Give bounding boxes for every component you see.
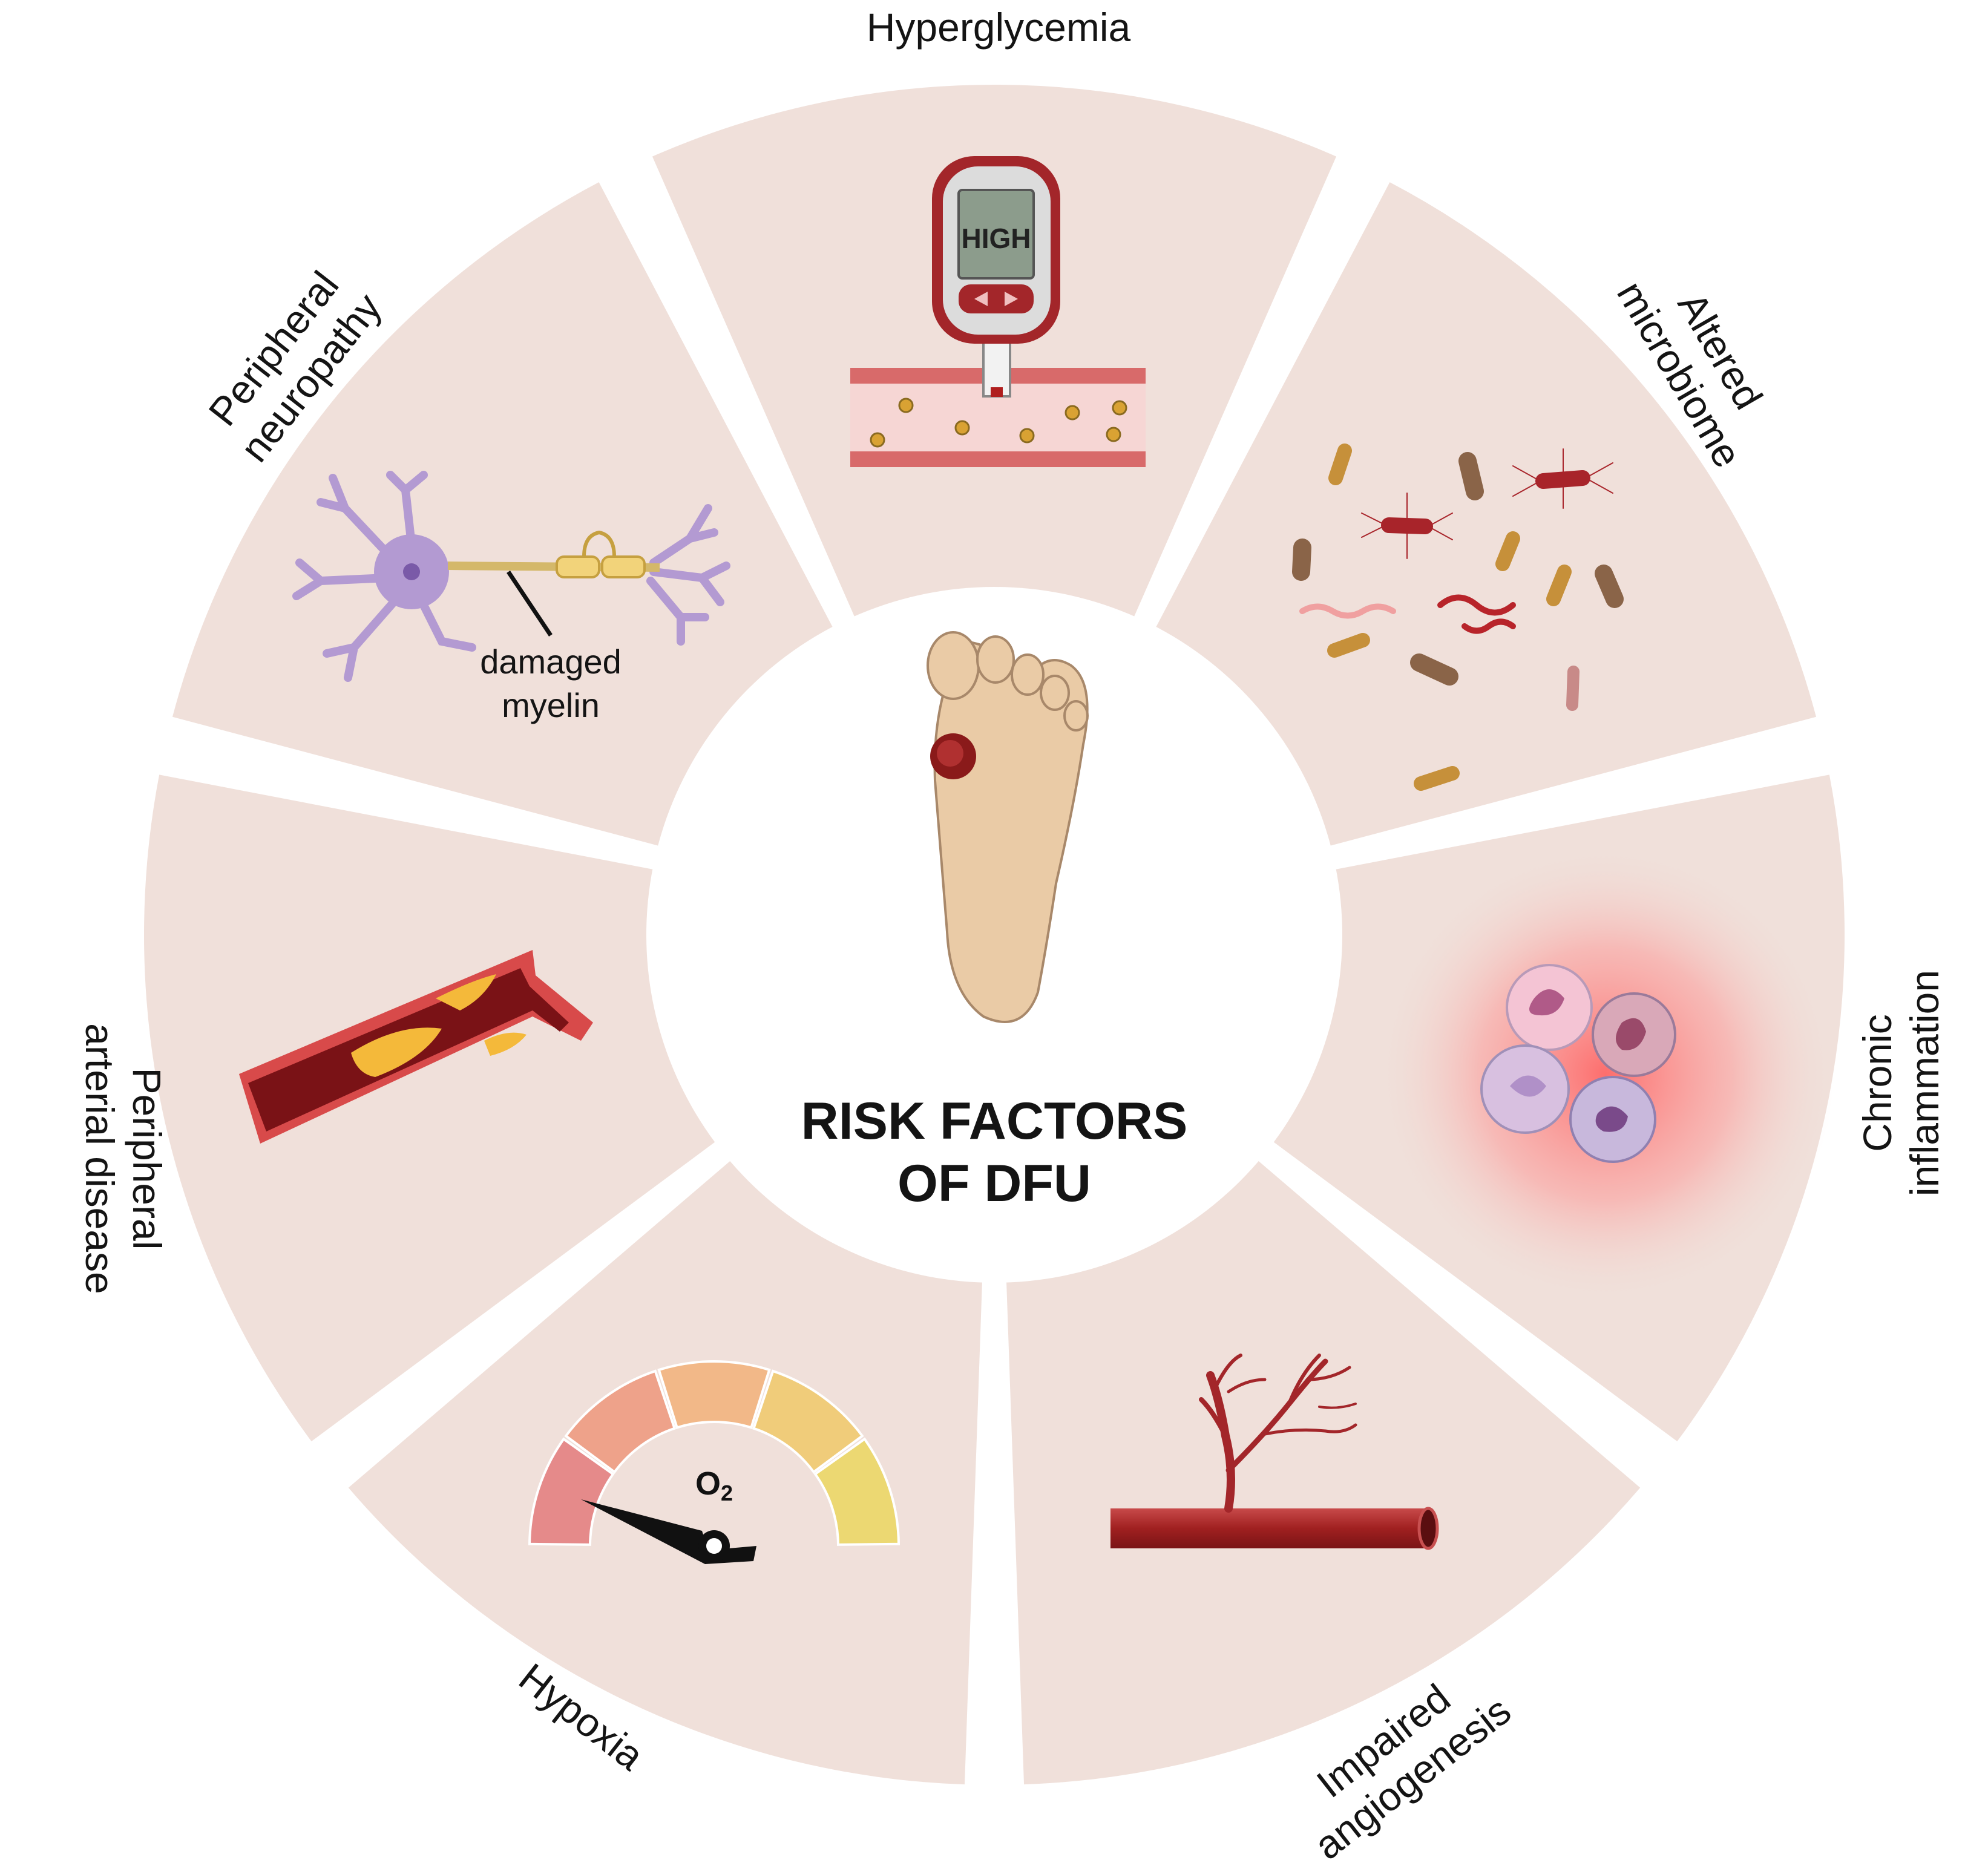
gauge-band-3 (657, 1360, 771, 1429)
gauge-band-2 (564, 1369, 677, 1474)
inflammation-illustration (1376, 844, 1835, 1304)
neuron-illustration: damaged myelin (292, 471, 730, 724)
svg-text:Peripheral: Peripheral (125, 1068, 169, 1250)
gauge-band-4 (752, 1369, 864, 1474)
label-chronic-inflammation: Chronic inflammation (1855, 970, 1947, 1196)
artery-plaque-illustration (239, 950, 593, 1144)
right-arrow-icon (1005, 292, 1018, 306)
segment-microbiome (1152, 182, 1817, 848)
label-peripheral-arterial-disease: Peripheral arterial disease (77, 1023, 169, 1294)
center-title-line1: RISK FACTORS (801, 1092, 1188, 1150)
glucometer-display-text: HIGH (962, 223, 1031, 254)
damaged-myelin-label-2: myelin (502, 686, 600, 724)
gauge-band-5 (813, 1437, 901, 1546)
gauge-label: O2 (695, 1465, 733, 1505)
microbiome-illustration (1292, 444, 1624, 791)
gauge-band-1 (528, 1437, 615, 1546)
segment-arterial (143, 774, 723, 1442)
damaged-myelin-label-1: damaged (480, 643, 622, 681)
glucometer-illustration: HIGH (850, 156, 1146, 467)
center-title-line2: OF DFU (897, 1154, 1091, 1213)
glucose-particles (870, 398, 1127, 448)
svg-text:Chronic: Chronic (1855, 1014, 1900, 1151)
foot-with-ulcer-illustration (927, 631, 1089, 1023)
oxygen-gauge-illustration: O2 (528, 1360, 901, 1564)
segment-neuropathy (172, 182, 837, 848)
label-hyperglycemia: Hyperglycemia (867, 5, 1131, 50)
gauge-needle (581, 1499, 756, 1564)
angiogenesis-illustration (1110, 1354, 1439, 1550)
segment-hypoxia (348, 1155, 983, 1785)
svg-text:arterial disease: arterial disease (77, 1023, 122, 1294)
svg-text:inflammation: inflammation (1902, 970, 1947, 1196)
left-arrow-icon (974, 292, 988, 306)
segment-angiogenesis (1006, 1155, 1641, 1785)
